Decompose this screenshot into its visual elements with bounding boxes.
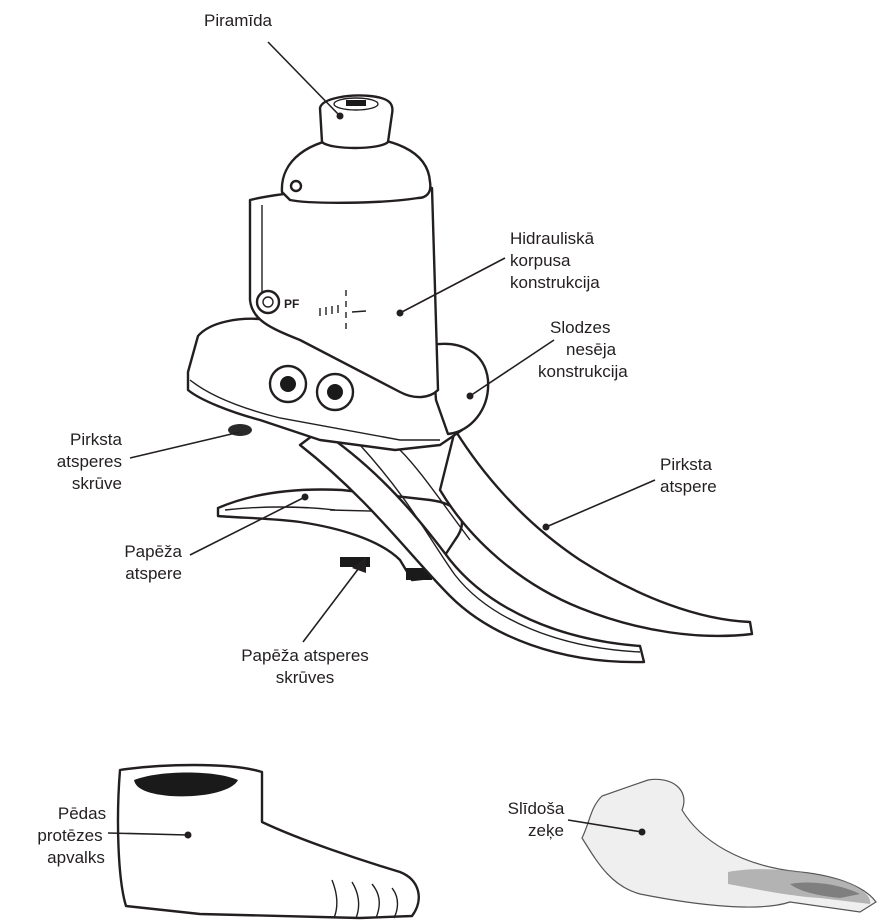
label-toe-screw-line2: atsperes xyxy=(57,452,122,471)
label-sock-line2: zeķe xyxy=(528,821,564,840)
foot-shell-illustration xyxy=(118,765,419,918)
label-heel-screws-line2: skrūves xyxy=(276,668,335,687)
foot-mechanism-illustration: PF xyxy=(188,96,752,663)
label-sock-line1: Slīdoša xyxy=(508,799,565,818)
label-hydraulic-line2: korpusa xyxy=(510,251,571,270)
label-foot-shell-line3: apvalks xyxy=(47,848,105,867)
label-heel-screws-line1: Papēža atsperes xyxy=(241,646,369,665)
label-load-line1: Slodzes xyxy=(550,318,610,337)
label-toe-spring-line2: atspere xyxy=(660,477,717,496)
sliding-sock-illustration xyxy=(582,779,876,912)
label-hydraulic-line1: Hidrauliskā xyxy=(510,229,595,248)
label-toe-screw-line3: skrūve xyxy=(72,474,122,493)
label-load-line3: konstrukcija xyxy=(538,362,628,381)
label-toe-spring-line1: Pirksta xyxy=(660,455,713,474)
label-toe-screw-line1: Pirksta xyxy=(70,430,123,449)
label-hydraulic-line3: konstrukcija xyxy=(510,273,600,292)
label-heel-spring-line1: Papēža xyxy=(124,542,182,561)
housing-marking-text: PF xyxy=(284,297,299,311)
label-foot-shell-line2: protēzes xyxy=(37,826,102,845)
label-foot-shell-line1: Pēdas xyxy=(58,804,106,823)
label-load-line2: nesēja xyxy=(566,340,617,359)
label-pyramid: Piramīda xyxy=(204,11,273,30)
label-heel-spring-line2: atspere xyxy=(125,564,182,583)
